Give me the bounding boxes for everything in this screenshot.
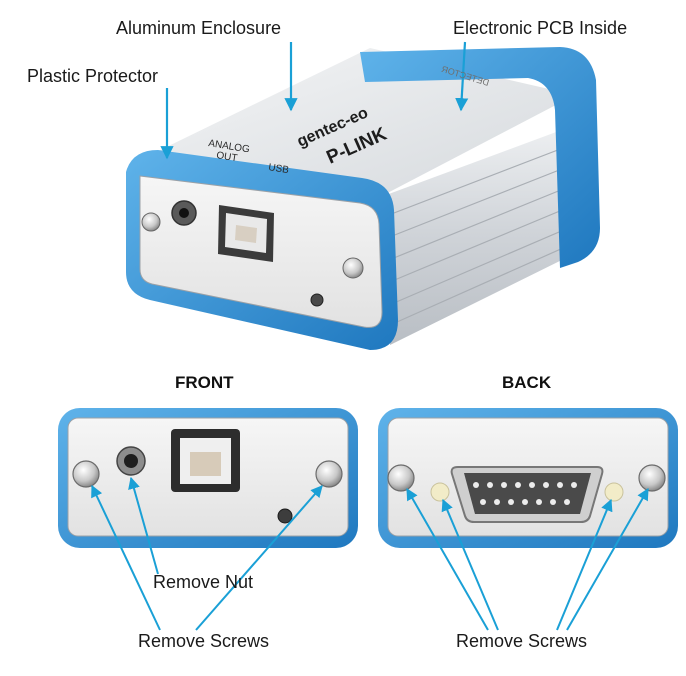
led-3d (310, 293, 324, 307)
label-plastic-protector: Plastic Protector (27, 66, 159, 86)
callout-arrows-top (160, 41, 469, 160)
front-screw-right (315, 460, 343, 488)
back-standoff-right (604, 482, 624, 502)
label-remove-nut: Remove Nut (153, 572, 254, 592)
callout-arrows-bottom (91, 476, 649, 631)
label-back-remove-screws: Remove Screws (456, 631, 588, 651)
analog-out-label-2: OUT (216, 150, 239, 164)
front-panel-title: FRONT (175, 373, 234, 392)
enclosure-side (378, 125, 582, 345)
back-panel (378, 408, 678, 548)
db15-connector (450, 466, 604, 523)
label-front-remove-screws: Remove Screws (138, 631, 270, 651)
label-aluminum-enclosure: Aluminum Enclosure (116, 18, 282, 38)
device-3d (126, 47, 600, 350)
front-panel (58, 408, 358, 548)
usb-port-3d (218, 205, 274, 262)
front-screw-left (72, 460, 100, 488)
front-screw-right-3d (342, 257, 364, 279)
back-panel-title: BACK (502, 373, 552, 392)
enclosure-top (150, 48, 575, 198)
label-pcb-inside: Electronic PCB Inside (453, 18, 628, 38)
back-screw-right (638, 464, 666, 492)
front-screw-left-3d (141, 212, 161, 232)
back-protector (360, 47, 600, 268)
status-led (277, 508, 293, 524)
usb-label: USB (268, 162, 290, 176)
back-screw-left (387, 464, 415, 492)
back-standoff-left (430, 482, 450, 502)
enclosure-ribs (380, 142, 582, 327)
